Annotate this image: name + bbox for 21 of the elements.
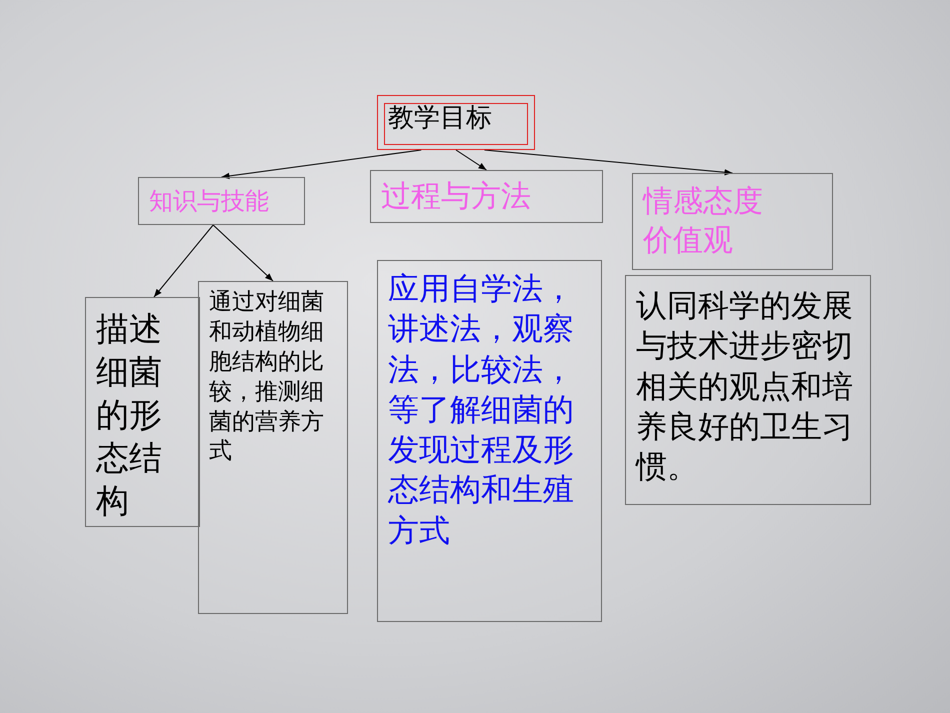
arrow <box>221 150 422 180</box>
arrow <box>484 150 733 176</box>
text-box <box>198 281 348 614</box>
text-box <box>632 173 833 270</box>
node-text: 情感态度价值观 <box>643 183 764 260</box>
text-box <box>138 177 305 225</box>
title-box <box>377 95 535 150</box>
node-text: 认同科学的发展与技术进步密切相关的观点和培养良好的卫生习惯。 <box>636 287 854 488</box>
arrow <box>456 150 487 170</box>
node-text: 通过对细菌和动植物细胞结构的比较，推测细菌的营养方式 <box>209 288 325 466</box>
text-box <box>625 275 871 505</box>
arrow <box>212 224 274 282</box>
arrow <box>154 224 214 298</box>
title-text: 教学目标 <box>388 102 493 135</box>
node-text: 知识与技能 <box>149 186 270 217</box>
node-text: 应用自学法，讲述法，观察法，比较法，等了解细菌的发现过程及形态结构和生殖方式 <box>388 270 575 551</box>
text-box <box>370 170 603 223</box>
node-text: 描述细菌的形态结构 <box>96 308 163 522</box>
text-box <box>85 297 200 527</box>
text-box <box>377 260 602 622</box>
node-text: 过程与方法 <box>381 178 532 216</box>
